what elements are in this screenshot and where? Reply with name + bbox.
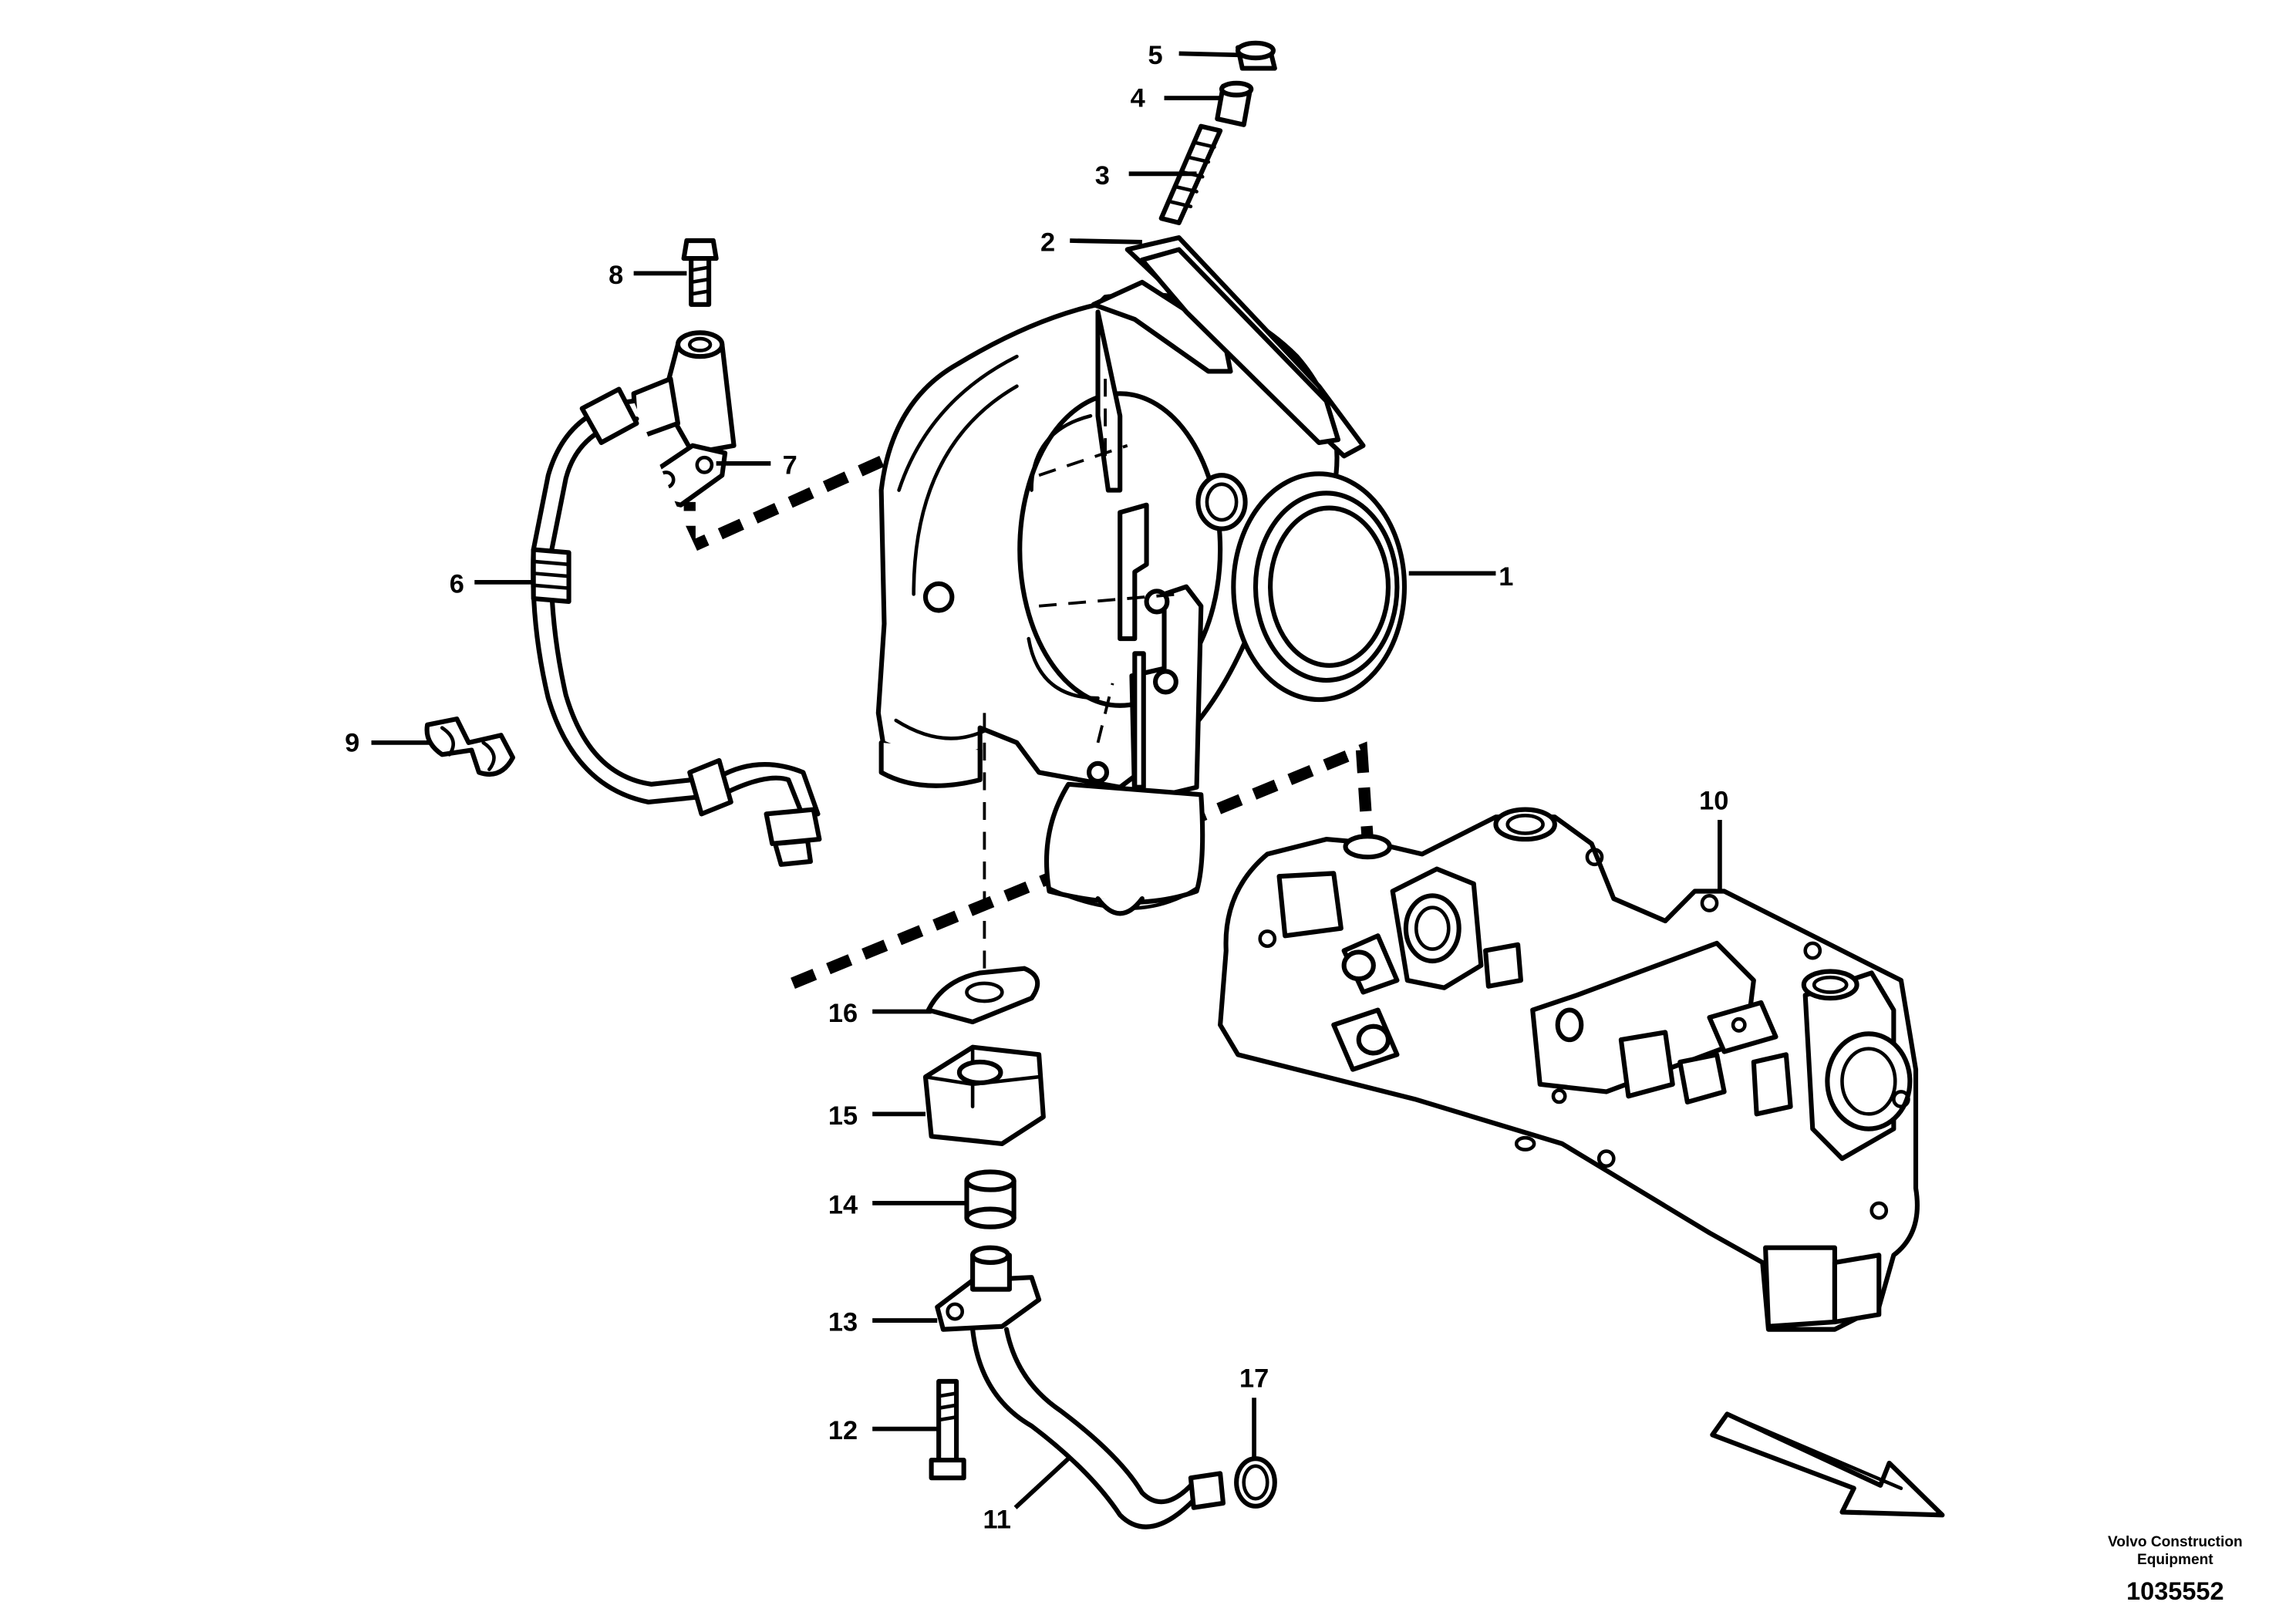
brand-line-2: Equipment — [2137, 1552, 2213, 1568]
callout-14: 14 — [828, 1190, 858, 1219]
callouts: 1 2 3 4 5 6 7 8 9 10 11 12 13 14 15 16 1… — [345, 41, 1728, 1535]
o-ring[interactable] — [1234, 1456, 1277, 1509]
callout-11: 11 — [983, 1506, 1010, 1535]
callout-5: 5 — [1148, 41, 1162, 70]
drawing-number: 1035552 — [2126, 1576, 2224, 1605]
callout-7: 7 — [783, 450, 797, 480]
front-direction-arrow — [1710, 1411, 1945, 1518]
callout-4: 4 — [1131, 84, 1146, 113]
callout-9: 9 — [345, 728, 359, 757]
callout-1: 1 — [1499, 562, 1513, 592]
brand-line-1: Volvo Construction — [2108, 1534, 2243, 1550]
leader-lines — [371, 51, 1722, 1509]
callout-12: 12 — [828, 1416, 858, 1445]
callout-17: 17 — [1239, 1364, 1269, 1394]
footer-block: Volvo Construction Equipment 1035552 — [2108, 1534, 2243, 1605]
insulation-block[interactable] — [922, 1044, 1046, 1146]
gasket-drain[interactable] — [925, 966, 1040, 1025]
callout-16: 16 — [828, 999, 858, 1028]
banjo-bolt[interactable] — [681, 238, 719, 307]
spacer-nut[interactable] — [1215, 80, 1254, 127]
callout-3: 3 — [1095, 161, 1110, 191]
gasket-top[interactable] — [1124, 235, 1366, 459]
hidden-lines — [983, 379, 1179, 981]
callout-2: 2 — [1040, 228, 1055, 257]
callout-10: 10 — [1699, 786, 1728, 815]
flange-bolt[interactable] — [929, 1378, 966, 1481]
hex-bolt-top[interactable] — [1236, 40, 1277, 71]
callout-15: 15 — [828, 1101, 858, 1131]
callout-8: 8 — [609, 261, 623, 290]
exhaust-manifold[interactable] — [1218, 807, 1920, 1332]
turbocharger[interactable] — [875, 279, 1408, 916]
pipe-clip[interactable] — [424, 717, 516, 777]
sleeve[interactable] — [964, 1169, 1017, 1229]
callout-13: 13 — [828, 1307, 858, 1337]
callout-6: 6 — [450, 569, 464, 599]
oil-feed-pipe[interactable] — [531, 386, 822, 867]
oil-return-pipe[interactable] — [935, 1245, 1226, 1529]
banjo-fitting[interactable] — [631, 330, 737, 456]
